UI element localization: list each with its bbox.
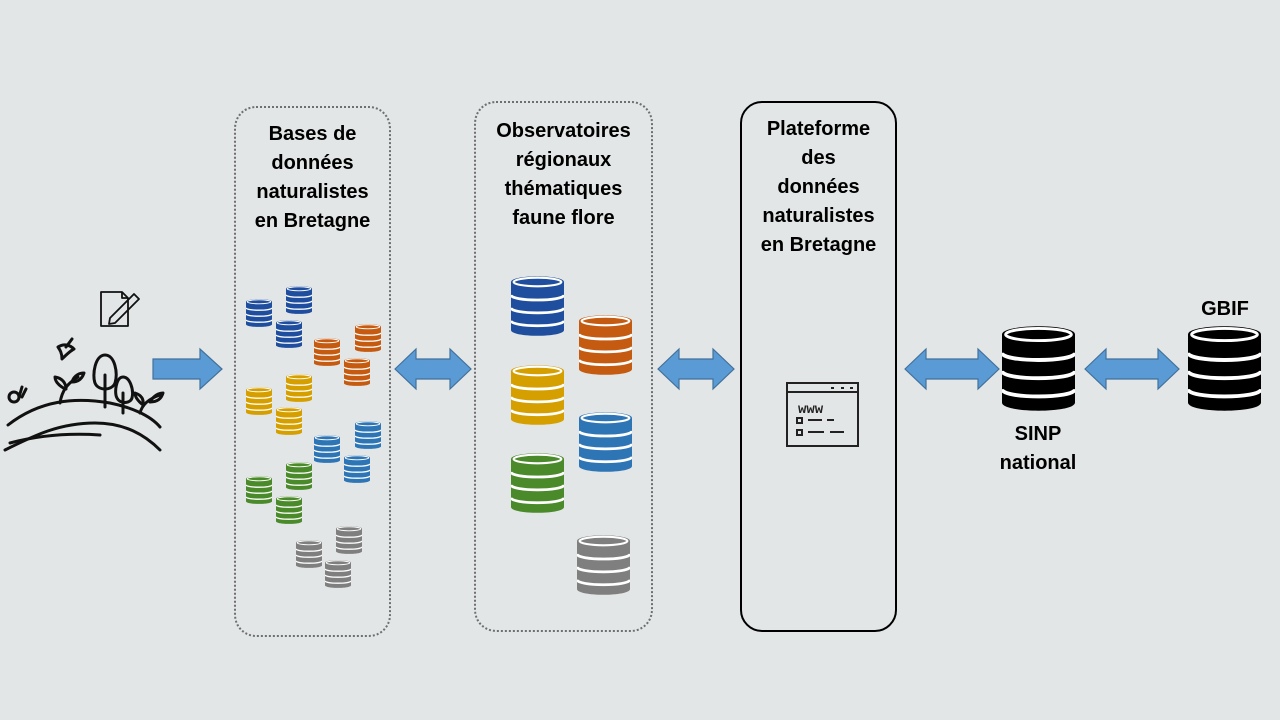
- plateforme-title: Plateforme des données naturalistes en B…: [742, 115, 895, 260]
- title-line: en Bretagne: [760, 234, 877, 256]
- db-icon-gold-large: [511, 365, 564, 425]
- db-icon-green: [286, 462, 312, 490]
- title-line: Plateforme: [766, 118, 871, 140]
- title-line: naturalistes: [762, 205, 875, 227]
- title-line: thématiques: [504, 178, 623, 200]
- title-line: données: [271, 152, 354, 174]
- db-icon-steel: [314, 435, 340, 463]
- db-icon-blue-large: [511, 276, 564, 336]
- title-line: faune flore: [512, 207, 615, 229]
- plateforme-box: Plateforme des données naturalistes en B…: [740, 101, 897, 632]
- db-icon-steel-large: [579, 412, 632, 472]
- db-icon-green: [276, 496, 302, 524]
- db-icon-gray: [296, 540, 322, 568]
- bases-de-donnees-title: Bases de données naturalistes en Bretagn…: [236, 120, 389, 236]
- title-line: régionaux: [515, 149, 612, 171]
- db-icon-green-large: [511, 453, 564, 513]
- db-icon-steel: [355, 421, 381, 449]
- db-icon-orange-large: [579, 315, 632, 375]
- db-icon-orange: [344, 358, 370, 386]
- label-line: SINP: [1014, 423, 1062, 445]
- sinp-database-icon: [1002, 326, 1075, 411]
- title-line: naturalistes: [256, 181, 369, 203]
- db-icon-steel: [344, 455, 370, 483]
- db-icon-blue: [276, 320, 302, 348]
- title-line: données: [777, 176, 860, 198]
- gbif-label: GBIF: [1201, 298, 1249, 320]
- db-icon-blue: [286, 286, 312, 314]
- landscape-icon: [3, 291, 165, 452]
- double-arrow-icon: [394, 347, 472, 391]
- double-arrow-icon: [904, 347, 1000, 391]
- bases-de-donnees-box: Bases de données naturalistes en Bretagn…: [234, 106, 391, 637]
- title-line: Bases de: [268, 123, 357, 145]
- web-window-icon: www: [786, 382, 859, 447]
- double-arrow-icon: [1084, 347, 1180, 391]
- db-icon-gold: [276, 407, 302, 435]
- arrow-right-icon: [152, 347, 223, 391]
- db-icon-gray-large: [577, 535, 630, 595]
- db-icon-green: [246, 476, 272, 504]
- double-arrow-icon: [657, 347, 735, 391]
- title-line: des: [801, 147, 836, 169]
- db-icon-gray: [336, 526, 362, 554]
- gbif-database-icon: [1188, 326, 1261, 411]
- title-line: en Bretagne: [254, 210, 371, 232]
- db-icon-gold: [246, 387, 272, 415]
- label-line: national: [999, 452, 1077, 474]
- db-icon-gold: [286, 374, 312, 402]
- db-icon-gray: [325, 560, 351, 588]
- observatoires-box: Observatoires régionaux thématiques faun…: [474, 101, 653, 632]
- title-line: Observatoires: [496, 120, 631, 142]
- db-icon-blue: [246, 299, 272, 327]
- db-icon-orange: [355, 324, 381, 352]
- observatoires-title: Observatoires régionaux thématiques faun…: [476, 117, 651, 233]
- sinp-label: SINP national: [988, 420, 1088, 478]
- db-icon-orange: [314, 338, 340, 366]
- www-text: www: [798, 402, 824, 418]
